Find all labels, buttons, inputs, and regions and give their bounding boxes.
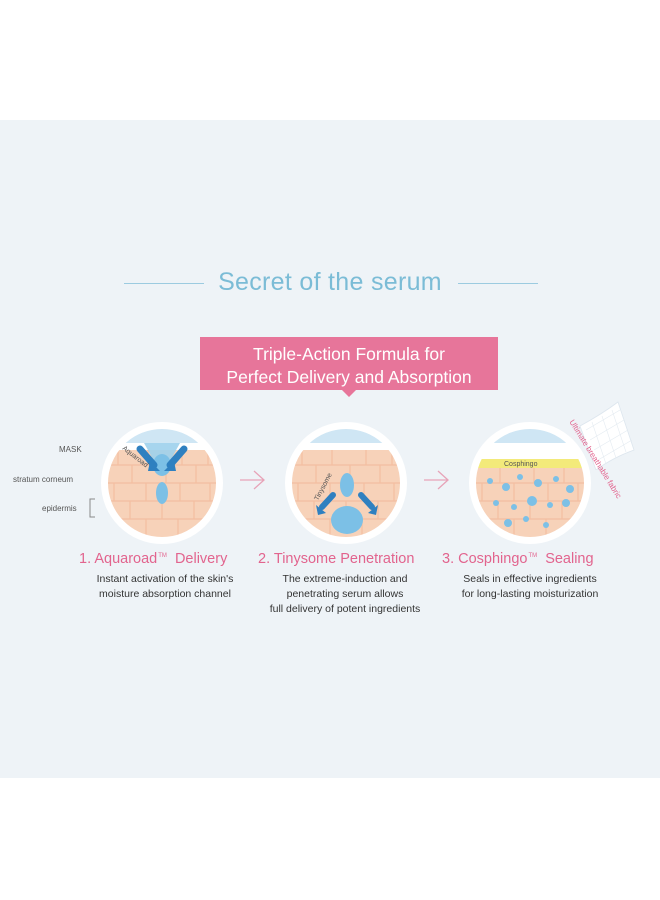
step-3-action: Sealing [545,551,594,567]
step-1-desc-line: Instant activation of the skin's [96,573,234,585]
step-2-title: 2. Tinysome Penetration [258,551,414,567]
headline-left-rule [124,283,204,284]
step-2-number: 2. [258,551,271,567]
banner-shape [200,337,498,397]
step-3-description: Seals in effective ingredients for long-… [440,572,620,602]
headline-right-rule [458,283,538,284]
headline: Secret of the serum [0,266,660,300]
tinysome-diagram: Tinysome [284,421,408,545]
step-2-desc-line: The extreme-induction and [282,573,408,585]
step-1-name: Aquaroad [94,551,158,567]
banner-line-1: Triple-Action Formula for [253,344,445,364]
step-2-name: Tinysome Penetration [273,551,415,567]
step-3-name: Cosphingo [458,551,528,567]
step-3-desc-line: Seals in effective ingredients [463,573,597,585]
label-mask: MASK [59,445,82,454]
chevron-right-icon [424,470,449,490]
aquaroad-diagram: Aquaroad [100,421,224,545]
headline-text: Secret of the serum [218,268,442,296]
step-3-title: 3. CosphingoTM Sealing [442,551,594,567]
step-3-trademark: TM [528,553,538,559]
chevron-right-icon [240,470,265,490]
step-1-title: 1. AquaroadTM Delivery [79,551,227,567]
step-3-desc-line: for long-lasting moisturization [461,588,599,600]
step-1-action: Delivery [174,551,228,567]
step-2-desc-line: full delivery of potent ingredients [269,603,421,615]
cosphingo-diagram-label: Cosphingo [504,461,538,468]
banner-line-2: Perfect Delivery and Absorption [226,367,472,387]
fabric-swatch-icon [579,401,635,470]
label-epidermis: epidermis [42,504,77,513]
step-1-trademark: TM [158,553,167,559]
epidermis-bracket [89,498,95,518]
formula-banner: Triple-Action Formula for Perfect Delive… [200,337,498,398]
step-1-desc-line: moisture absorption channel [99,588,231,600]
cosphingo-diagram: Cosphingo [468,421,592,545]
step-2-description: The extreme-induction and penetrating se… [250,572,440,617]
step-3-number: 3. [442,551,455,567]
step-1-description: Instant activation of the skin's moistur… [70,572,260,602]
step-2-desc-line: penetrating serum allows [286,588,404,600]
step-1-number: 1. [79,551,92,567]
label-stratum-corneum: stratum corneum [13,475,74,484]
